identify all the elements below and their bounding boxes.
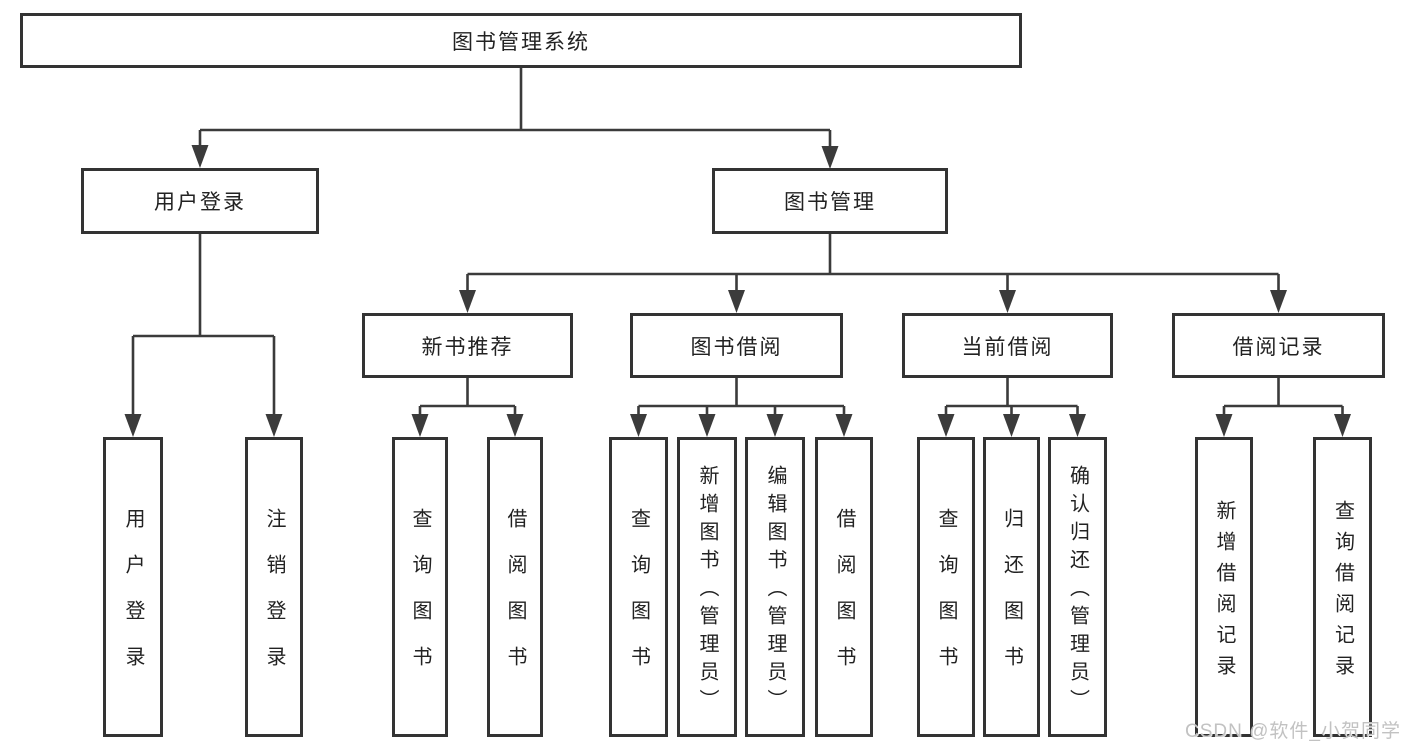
leaf-return-book: 归还图书 — [983, 437, 1040, 737]
connector-book-management-branch — [459, 234, 1287, 313]
leaf-query-books-borrow-label: 查询图书 — [627, 508, 650, 692]
leaf-logout: 注销登录 — [245, 437, 303, 737]
connector-current-borrow-branch — [937, 378, 1086, 437]
leaf-return-book-label: 归还图书 — [1000, 508, 1023, 692]
leaf-add-borrow-record: 新增借阅记录 — [1195, 437, 1253, 737]
connector-new-book-branch — [411, 378, 524, 437]
leaf-user-login-label: 用户登录 — [122, 508, 144, 692]
leaf-add-book-admin-label: 新增图书（管理员） — [696, 465, 718, 717]
node-current-borrow: 当前借阅 — [902, 313, 1113, 378]
leaf-add-borrow-record-label: 新增借阅记录 — [1213, 499, 1235, 686]
leaf-borrow-books: 借阅图书 — [815, 437, 873, 737]
node-book-management: 图书管理 — [712, 168, 948, 234]
connector-book-borrow-branch — [630, 378, 853, 437]
leaf-edit-book-admin: 编辑图书（管理员） — [745, 437, 805, 737]
leaf-query-books-recommend-label: 查询图书 — [409, 508, 431, 692]
leaf-query-books-borrow: 查询图书 — [609, 437, 668, 737]
leaf-borrow-books-recommend: 借阅图书 — [487, 437, 543, 737]
leaf-borrow-books-label: 借阅图书 — [833, 508, 855, 692]
leaf-confirm-return-admin: 确认归还（管理员） — [1048, 437, 1107, 737]
node-library-system: 图书管理系统 — [20, 13, 1022, 68]
node-borrow-records: 借阅记录 — [1172, 313, 1385, 378]
leaf-query-books-current: 查询图书 — [917, 437, 975, 737]
csdn-watermark: CSDN @软件_小贺同学 — [1185, 721, 1401, 742]
leaf-query-books-recommend: 查询图书 — [392, 437, 448, 737]
node-user-login-group: 用户登录 — [81, 168, 319, 234]
connector-borrow-records-branch — [1215, 378, 1351, 437]
leaf-query-books-current-label: 查询图书 — [935, 508, 957, 692]
leaf-logout-label: 注销登录 — [263, 508, 285, 692]
leaf-add-book-admin: 新增图书（管理员） — [677, 437, 737, 737]
leaf-edit-book-admin-label: 编辑图书（管理员） — [764, 465, 786, 717]
leaf-confirm-return-admin-label: 确认归还（管理员） — [1066, 465, 1089, 717]
connector-root-to-level2 — [191, 68, 839, 169]
leaf-query-borrow-record-label: 查询借阅记录 — [1331, 499, 1354, 686]
node-book-borrow: 图书借阅 — [630, 313, 843, 378]
leaf-borrow-books-recommend-label: 借阅图书 — [504, 508, 526, 692]
leaf-query-borrow-record: 查询借阅记录 — [1313, 437, 1372, 737]
connector-user-login-branch — [124, 234, 283, 437]
node-new-book-recommend: 新书推荐 — [362, 313, 573, 378]
leaf-user-login: 用户登录 — [103, 437, 163, 737]
